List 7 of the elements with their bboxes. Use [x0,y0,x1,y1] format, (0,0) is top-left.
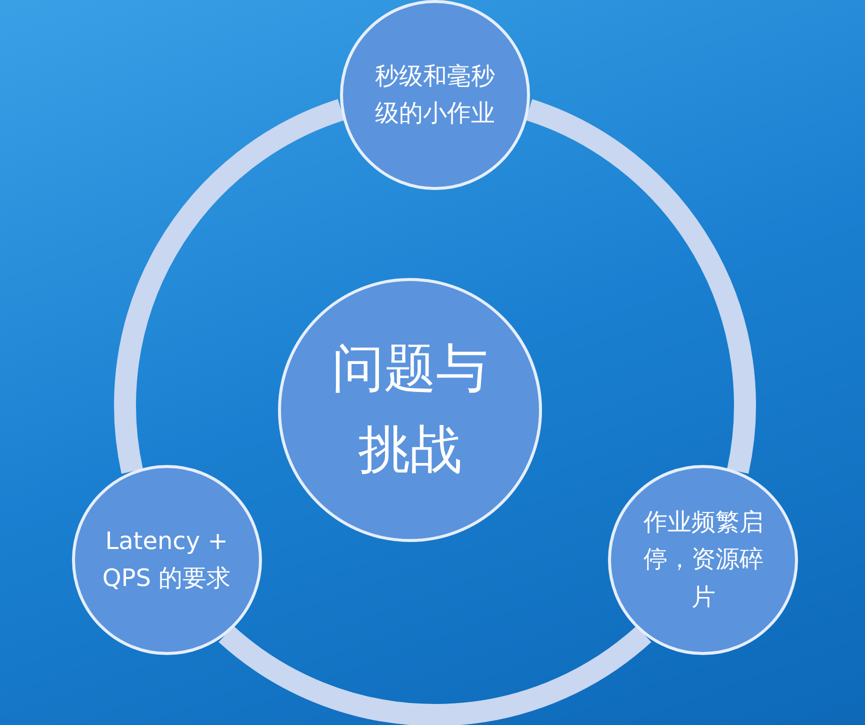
center-title: 问题与挑战 [331,338,489,482]
topic-text: 作业频繁启停，资源碎片 [642,507,764,613]
ring-connector [524,99,756,474]
topic-text: 秒级和毫秒级的小作业 [375,60,495,129]
ring-connector [219,625,651,725]
topic-text: Latency + QPS 的要求 [101,526,232,594]
ring-connector [114,99,346,474]
